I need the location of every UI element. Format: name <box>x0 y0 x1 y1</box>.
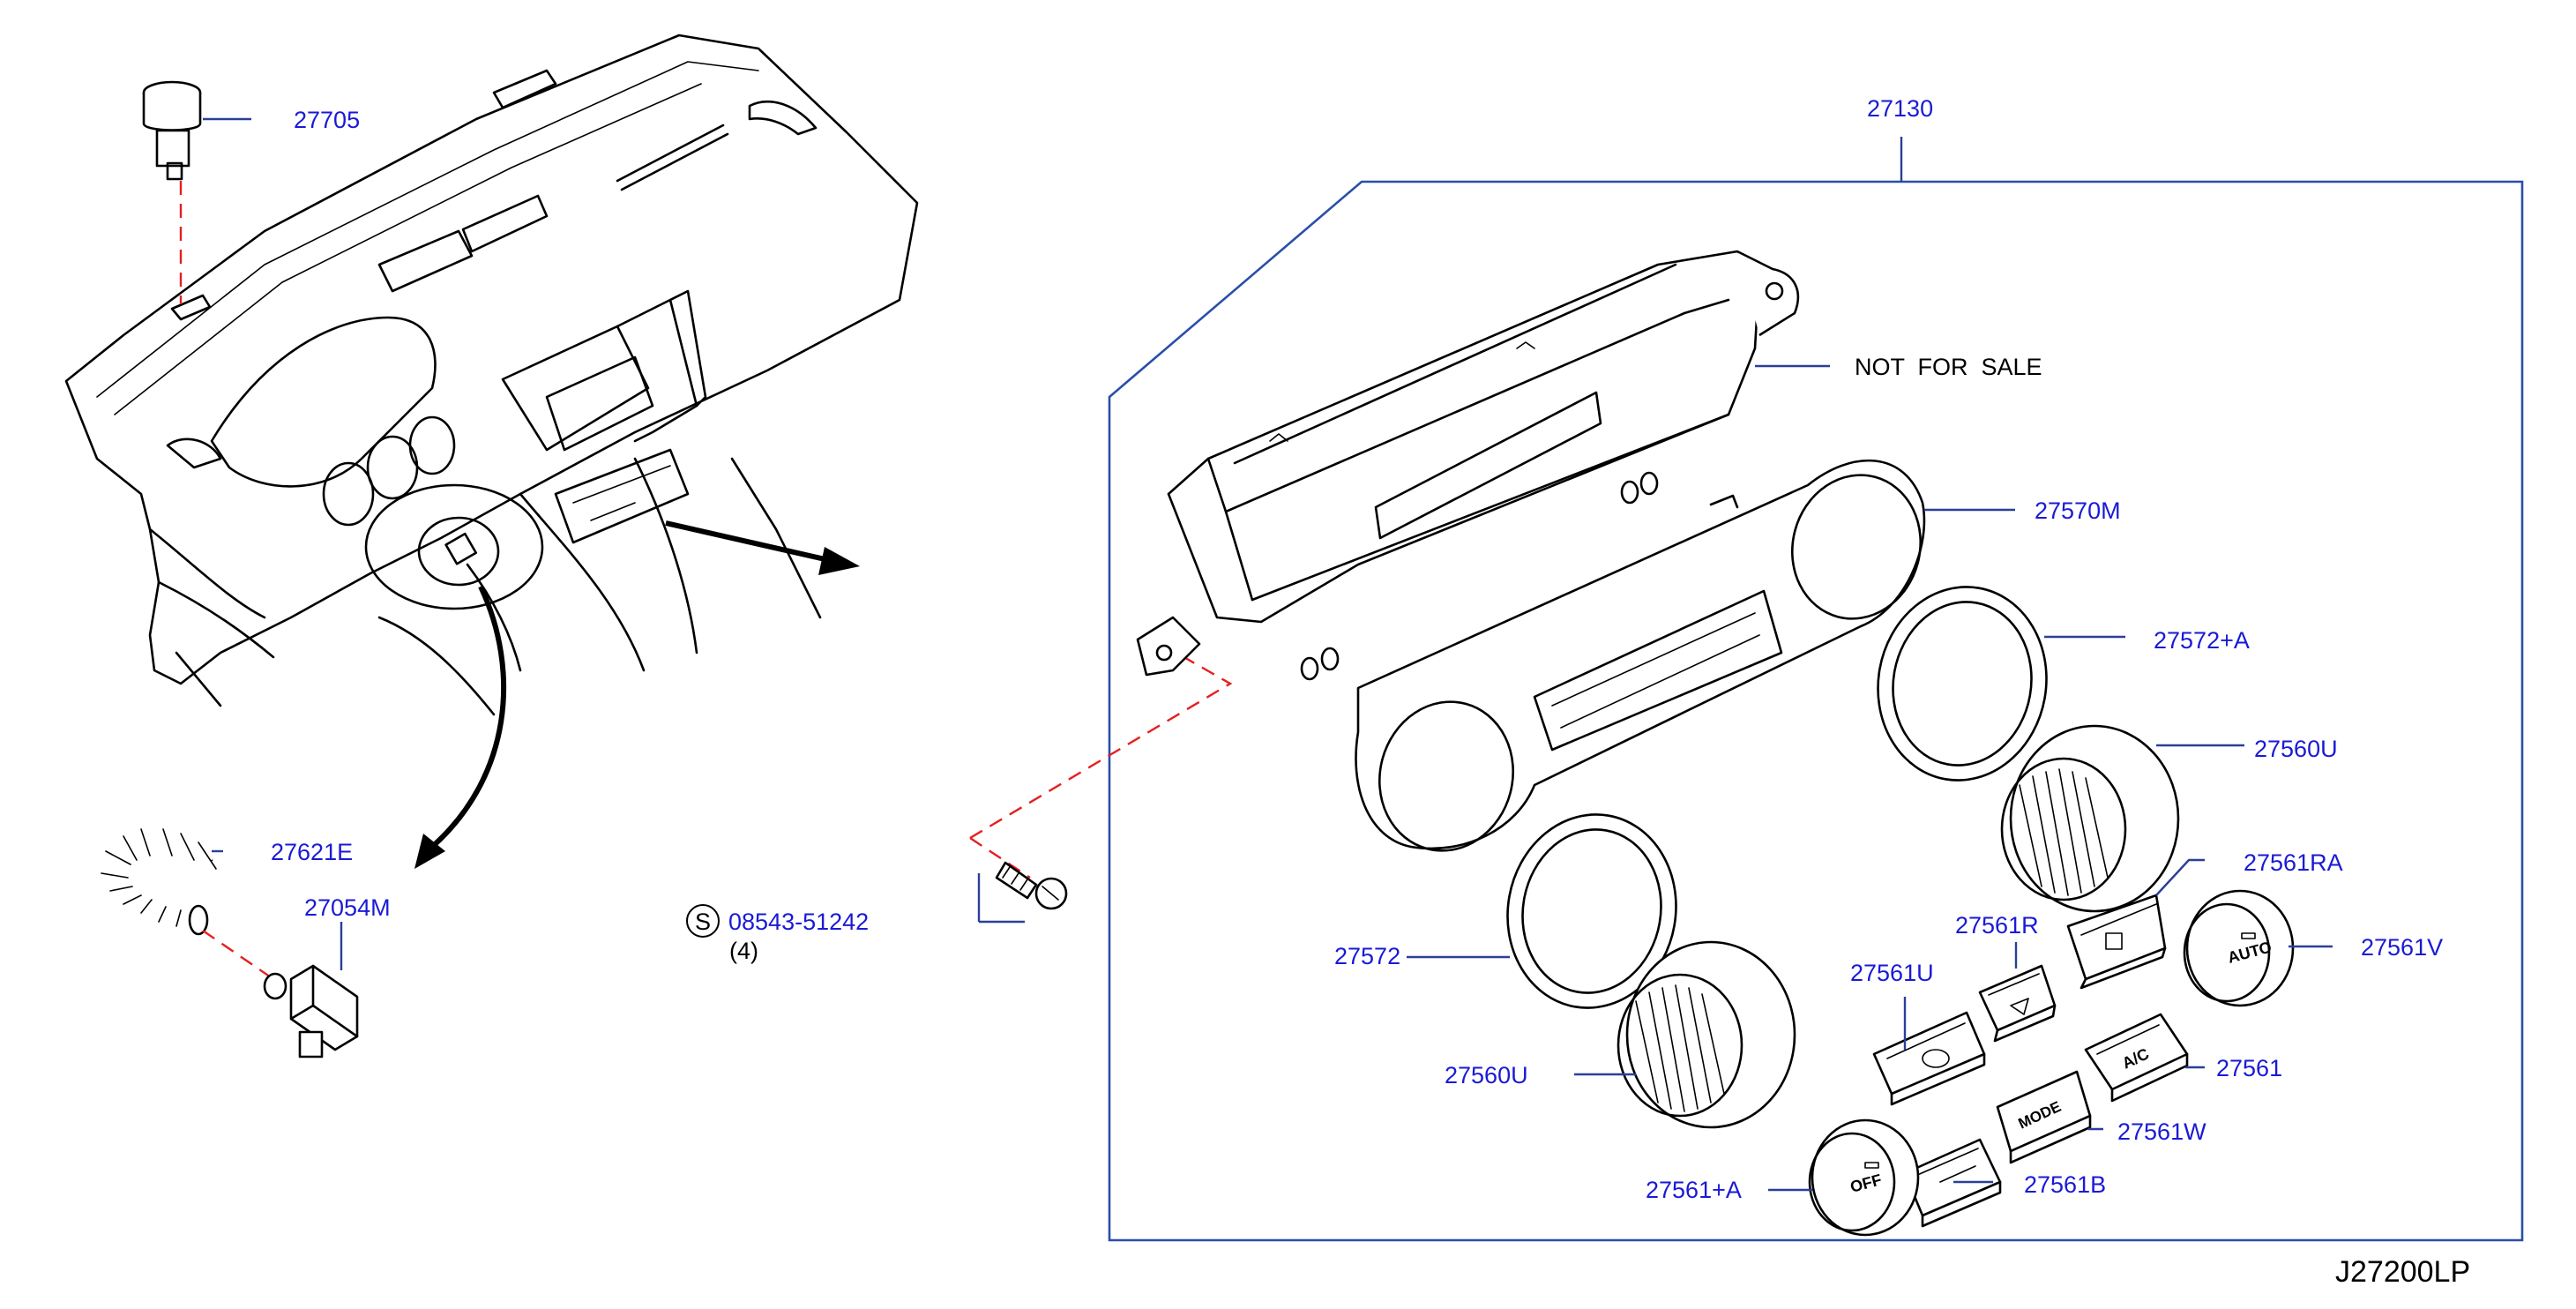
button-27561b-illustration <box>1903 1138 2002 1228</box>
part-label-27561b: 27561B <box>2024 1171 2106 1198</box>
part-label-27561ra: 27561RA <box>2244 849 2343 876</box>
button-27561ra-illustration <box>2066 894 2167 990</box>
part-label-27130: 27130 <box>1867 95 1933 122</box>
pointer-arrow-to-control-panel <box>665 520 860 575</box>
part-label-27561: 27561 <box>2216 1055 2282 1081</box>
part-label-27560u-left: 27560U <box>1445 1062 1528 1088</box>
part-label-27570m: 27570M <box>2035 497 2121 524</box>
dashboard-illustration <box>64 34 919 716</box>
part-label-27561u: 27561U <box>1850 960 1934 986</box>
aspirator-hose-27621e-illustration <box>87 814 220 938</box>
part-label-27572a: 27572+A <box>2154 627 2250 654</box>
screw-callout: S 08543-51242 (4) <box>686 904 869 964</box>
part-label-27561r: 27561R <box>1955 912 2039 939</box>
assembly-frame-27130 <box>1108 180 2524 1242</box>
dashed-connector-27621e <box>202 930 274 980</box>
diagram-reference-code: J27200LP <box>2335 1255 2470 1289</box>
screw-symbol: S <box>695 909 711 935</box>
part-label-27561v: 27561V <box>2361 934 2443 961</box>
button-27561r-illustration <box>1978 964 2057 1043</box>
sensor-27054m-illustration <box>263 964 359 1058</box>
part-label-27561a: 27561+A <box>1646 1177 1742 1203</box>
knob-27560u-right-illustration <box>2000 724 2180 913</box>
ring-27572a-illustration <box>1877 586 2048 782</box>
screw-quantity: (4) <box>729 938 758 964</box>
screw-illustration <box>969 836 1068 910</box>
part-labels: 27705 27130 27570M 27572+A 27560U 27561R… <box>271 95 2443 1203</box>
button-27561-ac-illustration: A/C <box>2084 1013 2189 1103</box>
button-27561u-illustration <box>1872 1011 1986 1106</box>
dial-27561a-off-illustration: OFF <box>1808 1118 1920 1237</box>
part-label-27705: 27705 <box>294 107 360 133</box>
screw-part-number: 08543-51242 <box>728 909 869 935</box>
control-unit-housing-illustration <box>1136 250 1800 681</box>
part-label-27572: 27572 <box>1334 943 1400 969</box>
part-label-27560u-right: 27560U <box>2254 736 2338 762</box>
knob-27560u-left-illustration <box>1617 940 1796 1129</box>
part-label-27561w: 27561W <box>2117 1118 2206 1145</box>
dashed-connector-screw-to-panel <box>969 647 1233 840</box>
pointer-arrow-to-sensor <box>414 585 507 869</box>
bezel-27570m-illustration <box>1355 459 1926 852</box>
ring-27572-illustration <box>1506 813 1677 1009</box>
sensor-27705-illustration <box>142 80 202 181</box>
part-label-27054m: 27054M <box>304 894 391 921</box>
button-27561w-mode-illustration: MODE <box>1996 1070 2092 1164</box>
not-for-sale-note: NOT FOR SALE <box>1855 354 2042 380</box>
part-label-27621e: 27621E <box>271 839 353 865</box>
dial-27561v-auto-illustration: AUTO <box>2183 889 2295 1007</box>
